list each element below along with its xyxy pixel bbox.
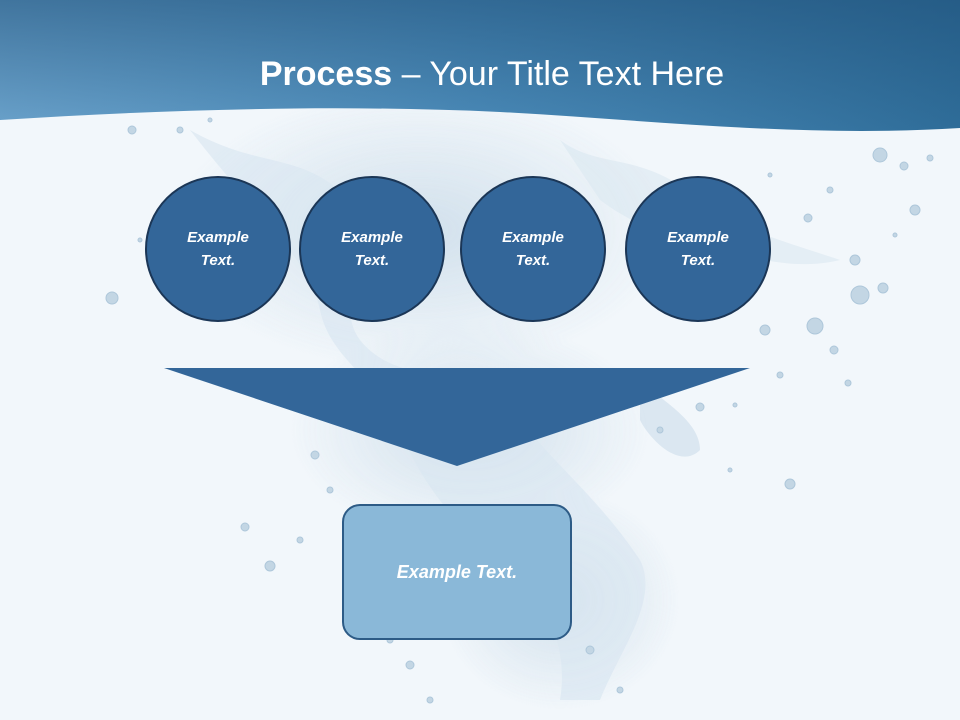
result-box: Example Text.	[342, 504, 572, 640]
title-rest: – Your Title Text Here	[392, 55, 725, 93]
process-step-text: Example Text.	[667, 229, 729, 269]
process-step-text: Example Text.	[341, 229, 403, 269]
process-step-3: Example Text.	[460, 176, 606, 322]
title-bold: Process	[259, 55, 393, 93]
slide-title: Process – Your Title Text Here	[0, 52, 960, 96]
droplets	[105, 117, 934, 704]
process-step-4: Example Text.	[625, 176, 771, 322]
funnel-arrow	[164, 368, 750, 466]
header-shade	[0, 0, 960, 131]
process-step-text: Example Text.	[502, 229, 564, 269]
process-step-2: Example Text.	[299, 176, 445, 322]
process-step-text: Example Text.	[187, 229, 249, 269]
process-step-1: Example Text.	[145, 176, 291, 322]
result-text: Example Text.	[396, 561, 518, 582]
